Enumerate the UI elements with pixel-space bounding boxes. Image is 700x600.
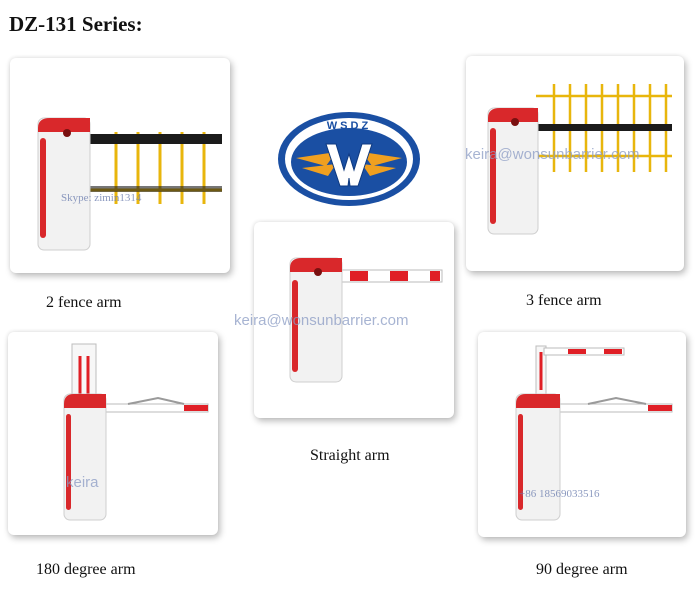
caption-180-degree-arm: 180 degree arm	[36, 561, 136, 578]
product-card-straight-arm	[254, 222, 454, 418]
barrier-straight-arm-image	[289, 257, 443, 383]
barrier-180-degree-arm-image	[63, 343, 209, 521]
product-card-90-degree-arm	[478, 332, 686, 537]
caption-90-degree-arm: 90 degree arm	[536, 561, 628, 578]
barrier-3-fence-arm-image	[487, 84, 672, 235]
watermark-phone: +86 18569033516	[519, 488, 600, 500]
watermark-keira: keira	[66, 474, 99, 491]
watermark-skype: Skype: zimin1314	[61, 192, 142, 204]
watermark-email-right: keira@wonsunbarrier.com	[465, 146, 640, 163]
product-card-180-degree-arm	[8, 332, 218, 535]
page-title: DZ-131 Series:	[9, 12, 143, 36]
caption-2-fence-arm: 2 fence arm	[46, 294, 122, 311]
caption-straight-arm: Straight arm	[310, 447, 390, 464]
caption-3-fence-arm: 3 fence arm	[526, 292, 602, 309]
product-card-3-fence-arm	[466, 56, 684, 271]
watermark-email-center: keira@wonsunbarrier.com	[234, 312, 409, 329]
wsdz-logo: WSDZ	[276, 110, 422, 208]
product-card-2-fence-arm	[10, 58, 230, 273]
logo-text: WSDZ	[326, 120, 372, 132]
barrier-90-degree-arm-image	[515, 345, 673, 521]
barrier-2-fence-arm-image	[37, 117, 222, 251]
